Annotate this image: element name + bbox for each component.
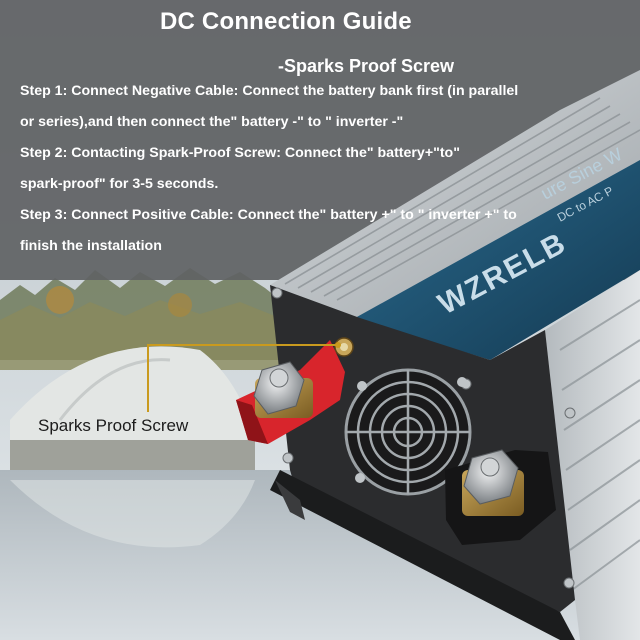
step-2: Step 2: Contacting Spark-Proof Screw: Co… [20, 138, 640, 200]
step-2-line-1: Step 2: Contacting Spark-Proof Screw: Co… [20, 145, 460, 161]
page-subtitle: -Sparks Proof Screw [278, 56, 455, 76]
page-title: DC Connection Guide [160, 8, 412, 35]
step-1-line-2: or series),and then connect the" battery… [20, 114, 404, 130]
step-1-line-1: Step 1: Connect Negative Cable: Connect … [20, 83, 519, 99]
callout-line [147, 344, 338, 412]
fan-grill-icon [344, 368, 472, 497]
step-1: Step 1: Connect Negative Cable: Connect … [20, 76, 640, 138]
negative-terminal-icon [236, 340, 345, 444]
callout-label: Sparks Proof Screw [38, 416, 189, 435]
positive-terminal-icon [445, 449, 556, 545]
step-3-line-1: Step 3: Connect Positive Cable: Connect … [20, 207, 517, 223]
step-2-line-2: spark-proof" for 3-5 seconds. [20, 176, 219, 192]
step-3-line-2: finish the installation [20, 238, 162, 254]
step-3: Step 3: Connect Positive Cable: Connect … [20, 200, 640, 262]
